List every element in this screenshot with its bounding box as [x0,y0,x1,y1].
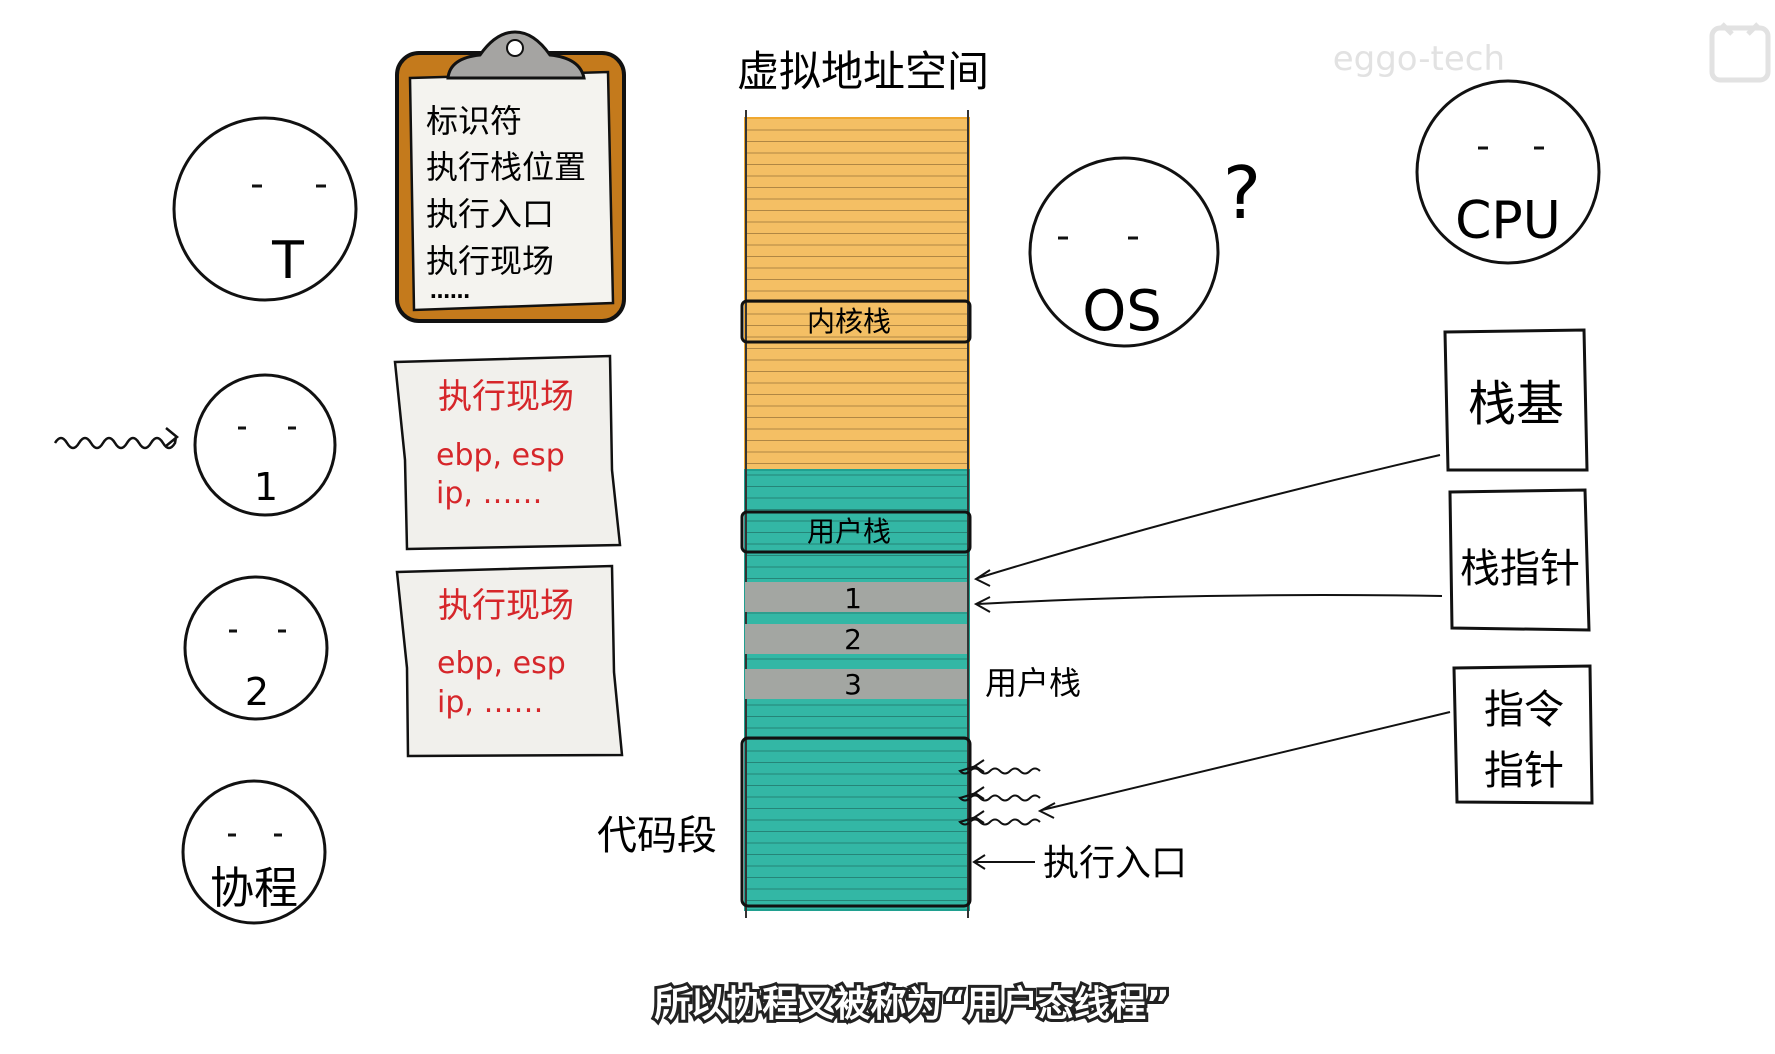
face-2: 2 [183,575,329,721]
subtitle: 所以协程又被称为“用户态线程” [654,984,1169,1025]
context-2-line1: ebp, esp [437,646,566,681]
stack-base-register: 栈基 [1443,328,1589,472]
stack-pointer-arrow [973,594,1443,613]
frames-label: 用户栈 [985,664,1081,702]
face-1-label: 1 [254,465,278,509]
stack-pointer-register: 栈指针 [1448,488,1591,632]
context-2-line2: ip, …… [437,685,543,720]
entry-label: 执行入口 [1043,843,1187,884]
coroutine-face: 协程 [181,779,327,925]
frame-2 [745,624,967,654]
os-label: OS [1082,279,1162,344]
face-2-label: 2 [245,670,269,714]
os-question-mark: ? [1223,151,1261,235]
stack-base-arrow [973,454,1441,587]
frame-1 [745,582,967,612]
frame-3-label: 3 [844,668,862,701]
stack-base-label: 栈基 [1468,376,1564,432]
context-1-line1: ebp, esp [436,438,565,473]
kernel-region [744,117,970,471]
memory-title: 虚拟地址空间 [737,47,989,96]
ip-label-line2: 指针 [1484,748,1564,794]
clipboard-item-more: …… [430,279,470,303]
clipboard-item-id: 标识符 [426,102,522,140]
entry-arrow [972,854,1035,870]
frame-2-label: 2 [844,623,862,656]
frame-3 [745,669,967,699]
coroutine-label: 协程 [210,863,298,914]
instruction-pointer-register: 指令 指针 [1452,664,1594,805]
os-face: OS ? [1028,151,1261,348]
clipboard-item-context: 执行现场 [426,242,554,280]
ip-arrow [1037,711,1451,819]
cpu-label: CPU [1455,191,1561,251]
kernel-stack-label: 内核栈 [807,305,891,338]
user-stack-label: 用户栈 [807,515,891,548]
user-stack-box [740,510,972,554]
kernel-stack-box [740,299,972,344]
context-1-title: 执行现场 [438,377,574,417]
ip-label-line1: 指令 [1484,687,1564,733]
context-note-1: 执行现场 ebp, esp ip, …… [393,354,622,551]
context-note-2: 执行现场 ebp, esp ip, …… [395,564,624,758]
code-segment-label: 代码段 [597,813,717,859]
context-2-title: 执行现场 [438,586,574,626]
thread-label: T [271,231,304,291]
bilibili-logo [1709,22,1771,83]
thread-face: T [172,116,358,302]
face-1: 1 [193,373,337,517]
stack-pointer-label: 栈指针 [1460,546,1580,592]
context-1-line2: ip, …… [436,476,542,511]
watermark: eggo-tech [1333,39,1505,79]
clipboard-clip [446,30,586,80]
clipboard-item-entry: 执行入口 [426,195,554,233]
clipboard: 标识符 执行栈位置 执行入口 执行现场 …… [395,30,626,323]
clipboard-item-stack-location: 执行栈位置 [426,148,586,186]
cpu-face: CPU [1415,79,1601,265]
register-arrows [973,454,1451,819]
frame-1-label: 1 [844,582,862,615]
memory-column: 内核栈 用户栈 1 2 3 [740,110,972,918]
squiggle-arrow [53,427,179,450]
code-pointer-arrows [958,759,1041,826]
